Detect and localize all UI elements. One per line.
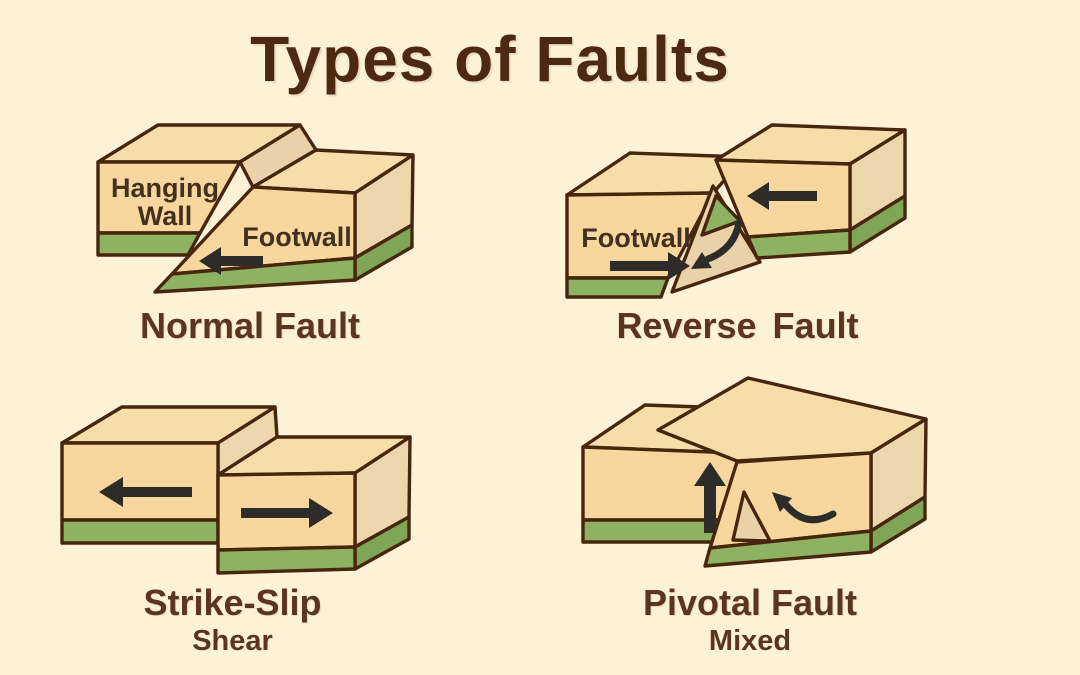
pivotal-right-block-green-layer xyxy=(703,529,873,568)
pivotal-fault-subcaption: Mixed xyxy=(708,625,792,657)
pivotal-fault-diagram xyxy=(581,376,928,568)
reverse-footwall-label: Footwall xyxy=(581,223,691,253)
normal-footwall-green-layer xyxy=(153,256,357,294)
normal-fault-caption: Normal Fault xyxy=(139,305,361,346)
normal-hanging-wall-green-layer xyxy=(96,231,202,257)
strike-right-arrow-icon xyxy=(241,498,333,528)
reverse-right-arrow-icon xyxy=(610,252,690,280)
reverse-footwall-green-layer xyxy=(565,276,670,299)
strike-slip-caption: Strike-Slip xyxy=(143,582,322,623)
pivotal-fault-caption: Pivotal Fault xyxy=(642,582,858,623)
normal-left-arrow-icon xyxy=(199,247,263,275)
reverse-curved-down-left-arrow-icon xyxy=(691,219,743,269)
strike-left-block-green-layer xyxy=(60,518,220,545)
pivotal-curved-up-left-arrow-icon xyxy=(772,492,837,524)
reverse-fault-diagram: Footwall xyxy=(565,123,907,299)
reverse-left-arrow-icon xyxy=(747,182,817,210)
reverse-fault-caption: Reverse Fault xyxy=(616,305,859,346)
normal-fault-diagram: Hanging Wall Footwall xyxy=(96,123,415,294)
pivotal-up-arrow-icon xyxy=(694,462,726,533)
page-title: Types of Faults xyxy=(250,23,730,95)
hanging-wall-label-line1: Hanging xyxy=(111,173,219,203)
normal-footwall-label: Footwall xyxy=(242,222,352,252)
strike-slip-subcaption: Shear xyxy=(192,625,273,657)
strike-left-arrow-icon xyxy=(99,477,192,507)
strike-left-block-front-face xyxy=(60,441,220,522)
strike-right-block-green-layer xyxy=(216,545,357,575)
reverse-hanging-wall-green-layer xyxy=(746,228,852,260)
reverse-fault-green-triangle xyxy=(700,194,742,237)
strike-slip-diagram xyxy=(60,405,412,575)
hanging-wall-label-line2: Wall xyxy=(138,201,193,231)
pivotal-fault-plane-wedge xyxy=(731,490,772,543)
